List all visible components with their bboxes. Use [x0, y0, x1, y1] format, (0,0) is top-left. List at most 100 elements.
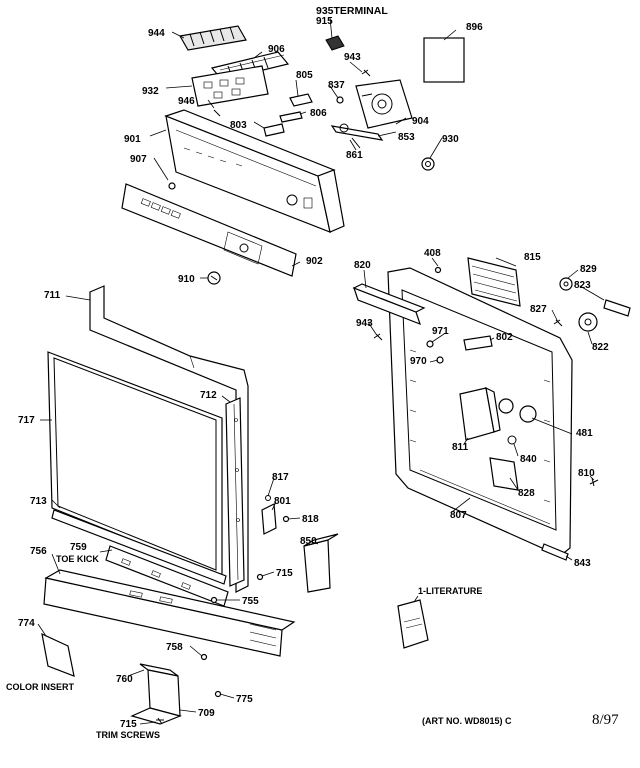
callout-823: 823 [574, 280, 591, 291]
part-408-clip [434, 266, 442, 274]
callout-935-terminal: 935TERMINAL [316, 5, 388, 17]
part-902-panel-face [121, 183, 297, 277]
part-930-knob [421, 157, 435, 171]
part-932-circuit-board [191, 65, 269, 107]
callout-820: 820 [354, 260, 371, 271]
callout-481: 481 [576, 428, 593, 439]
part-853-861-bracket [330, 123, 384, 149]
callout-756: 756 [30, 546, 47, 557]
part-756-kick-plate [43, 569, 296, 657]
callout-labels: 935TERMINAL 915 896 944 906 943 805 837 … [6, 5, 619, 740]
callout-840: 840 [520, 454, 537, 465]
callout-801: 801 [274, 496, 291, 507]
callout-818: 818 [302, 514, 319, 525]
callout-829: 829 [580, 264, 597, 275]
part-837 [336, 96, 344, 104]
part-715b-trim-screw [156, 717, 164, 725]
callout-837: 837 [328, 80, 345, 91]
part-760-709-bracket [130, 663, 182, 725]
callout-901: 901 [124, 134, 141, 145]
callout-904: 904 [412, 116, 429, 127]
callout-807: 807 [450, 510, 467, 521]
part-822-latch-gear [578, 312, 598, 332]
callout-853: 853 [398, 132, 415, 143]
part-806 [279, 111, 303, 123]
part-907-indicator [168, 182, 176, 190]
part-811-dispenser [459, 386, 501, 441]
part-820-handle [352, 283, 426, 326]
part-755-screw [210, 596, 218, 604]
callout-805: 805 [296, 70, 313, 81]
part-944-terminal-strip [179, 25, 247, 51]
callout-817: 817 [272, 472, 289, 483]
callout-774: 774 [18, 618, 35, 629]
callout-915: 915 [316, 16, 333, 27]
part-774-color-insert [41, 632, 75, 677]
inner-door-assembly [352, 257, 631, 561]
callout-943b: 943 [356, 318, 373, 329]
part-713-trim-strip [51, 509, 227, 585]
callout-822: 822 [592, 342, 609, 353]
label-literature: 1-LITERATURE [418, 586, 482, 596]
part-823-latch-rod [603, 299, 631, 317]
part-896-card [423, 37, 465, 83]
control-panel-assembly [121, 25, 465, 285]
callout-896: 896 [466, 22, 483, 33]
callout-902: 902 [306, 256, 323, 267]
part-801-817-hinge [261, 495, 277, 535]
callout-943a: 943 [344, 52, 361, 63]
label-color-insert: COLOR INSERT [6, 682, 75, 692]
callout-717: 717 [18, 415, 35, 426]
leader-lines [37, 17, 605, 725]
part-943b-screw [373, 333, 383, 341]
part-802 [463, 335, 493, 351]
callout-802: 802 [496, 332, 513, 343]
part-805 [289, 93, 313, 107]
outer-door-assembly [41, 285, 339, 725]
callout-850: 850 [300, 536, 317, 547]
part-literature-booklet [397, 599, 429, 649]
callout-944: 944 [148, 28, 165, 39]
callout-861: 861 [346, 150, 363, 161]
callout-806: 806 [310, 108, 327, 119]
callout-906: 906 [268, 44, 285, 55]
part-843-strip [541, 543, 569, 561]
label-toe-kick: TOE KICK [56, 554, 99, 564]
label-trim-screws: TRIM SCREWS [96, 730, 160, 740]
part-829-latch-cap [559, 277, 573, 291]
part-901-control-panel [164, 109, 345, 233]
part-818-screw [282, 515, 290, 523]
callout-827: 827 [530, 304, 547, 315]
part-758-screw [200, 653, 208, 661]
callout-930: 930 [442, 134, 459, 145]
part-803 [263, 123, 285, 137]
callout-758: 758 [166, 642, 183, 653]
callout-715b: 715 [120, 719, 137, 730]
callout-946: 946 [178, 96, 195, 107]
callout-803: 803 [230, 120, 247, 131]
label-date: 8/97 [592, 712, 619, 728]
part-904-timer [355, 79, 413, 129]
label-art-number: (ART NO. WD8015) C [422, 716, 512, 726]
callout-811: 811 [452, 442, 469, 453]
callout-408: 408 [424, 248, 441, 259]
part-715a-screw [256, 573, 264, 581]
part-827-screw [553, 319, 563, 327]
callout-755: 755 [242, 596, 259, 607]
callout-711: 711 [44, 290, 61, 301]
callout-815: 815 [524, 252, 541, 263]
callout-970: 970 [410, 356, 427, 367]
callout-713: 713 [30, 496, 47, 507]
callout-828: 828 [518, 488, 535, 499]
part-815-vent [467, 257, 521, 307]
part-810-screw [589, 477, 599, 487]
callout-712: 712 [200, 390, 217, 401]
part-712-side-rail [225, 397, 245, 587]
callout-971: 971 [432, 326, 449, 337]
part-775-screw [214, 690, 222, 698]
callout-760: 760 [116, 674, 133, 685]
callout-715a: 715 [276, 568, 293, 579]
callout-810: 810 [578, 468, 595, 479]
part-910-knob [207, 271, 221, 285]
